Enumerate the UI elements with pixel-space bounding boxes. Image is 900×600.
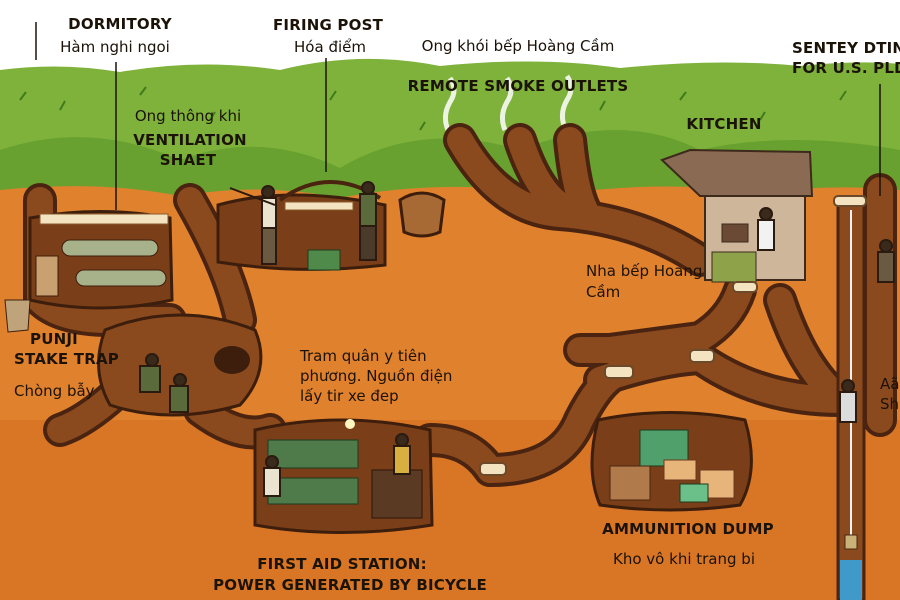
aid-vi-label-line-2: phương. Nguồn điện [300, 367, 453, 385]
kitchen-stove [721, 223, 749, 243]
soldier-figure [359, 181, 377, 261]
ammo-crate-4 [679, 483, 709, 503]
cyclist-figure [393, 433, 411, 475]
dormitory-vi-label: Hàm nghi ngoi [60, 38, 170, 56]
dormitory-hammock-1 [61, 239, 159, 257]
well-bucket [844, 534, 858, 550]
trap-soldier-2 [169, 373, 189, 413]
firing-post-awning [284, 201, 354, 211]
dormitory-awning [39, 213, 169, 225]
kitchen-roof [660, 148, 814, 197]
ammo-crate-5 [609, 465, 651, 501]
trapdoors [479, 195, 867, 476]
ammunition-vi-label: Kho vô khi trang bi [613, 550, 755, 568]
smoke-wisps [442, 74, 574, 131]
sentry-label-line-1: SENTEY DTING [792, 39, 900, 57]
dormitory-label: DORMITORY [68, 15, 172, 33]
first-aid-label-line-2: POWER GENERATED BY BICYCLE [213, 576, 487, 594]
dormitory-hammock-2 [75, 269, 167, 287]
leader-lines [35, 22, 881, 210]
punji-vi-label: Chòng bẫy [14, 382, 95, 400]
sky [0, 0, 900, 70]
well-water [840, 560, 862, 600]
first-aid-bicycle-area [371, 469, 423, 519]
guard-figure [229, 185, 277, 265]
punji-hole [214, 346, 250, 374]
first-aid-bed-top [267, 439, 359, 469]
ammunition-label: AMMUNITION DUMP [602, 520, 774, 538]
rooms [4, 148, 867, 534]
aid-vi-label-line-3: lấy tir xe đep [300, 387, 399, 405]
edge-label-line-1: Aã [880, 375, 900, 393]
kitchen-label: KITCHEN [686, 115, 762, 133]
ventilation-vi-label: Ong thông khi [134, 107, 242, 125]
kitchen-counter [711, 251, 757, 283]
cook-figure [757, 207, 775, 251]
punji-label-line-1: PUNJI [30, 330, 78, 348]
first-aid-bed-bottom [267, 477, 359, 505]
kitchen-vi-label-line-2: Cầm [586, 283, 621, 301]
edge-figure [877, 239, 895, 283]
firing-post-label: FIRING POST [272, 16, 384, 34]
climber-figure [839, 379, 857, 423]
sentry-label-line-2: FOR U.S. PLDC [792, 59, 900, 77]
kitchen-vi-label-line-1: Nha bếp Hoang [586, 262, 703, 280]
first-aid-lamp [345, 419, 355, 429]
medic-figure [263, 455, 281, 497]
punji-stakes [4, 299, 31, 333]
punji-label-line-2: STAKE TRAP [14, 350, 119, 368]
ventilation-label-line-2: SHAET [159, 151, 217, 169]
ventilation-label-line-1: VENTILATION [133, 131, 247, 149]
smoke-vi-label: Ong khói bếp Hoàng Cầm [421, 37, 615, 55]
first-aid-label-line-1: FIRST AID STATION: [257, 555, 427, 573]
ammo-crate-2 [663, 459, 697, 481]
firing-post-vi-label: Hóa điểm [294, 38, 366, 56]
figures [139, 181, 895, 497]
smoke-outlets-label: REMOTE SMOKE OUTLETS [407, 77, 629, 95]
hatch-cover [398, 191, 446, 238]
trap-soldier-1 [139, 353, 161, 393]
dormitory-shelf [35, 255, 59, 297]
aid-vi-label-line-1: Tram quân y tiên [300, 347, 427, 365]
firing-post-crate [307, 249, 341, 271]
edge-label-line-2: Sh [880, 395, 900, 413]
